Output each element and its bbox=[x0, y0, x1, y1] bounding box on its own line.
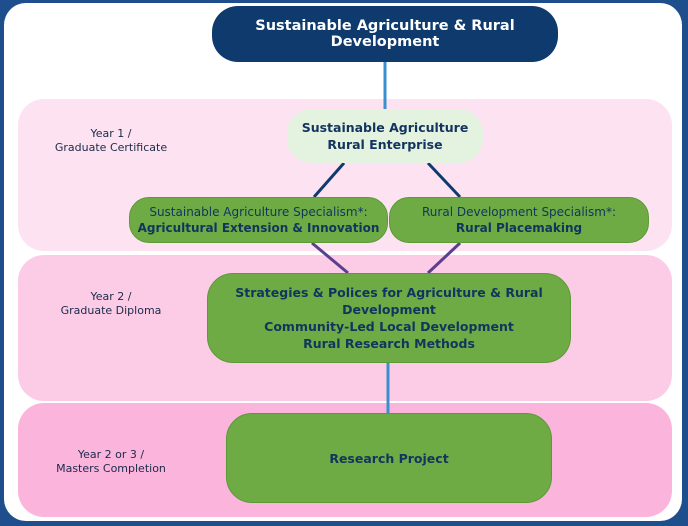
specialism-rural-box: Rural Development Specialism*: Rural Pla… bbox=[389, 197, 649, 243]
module-item: Strategies & Polices for Agriculture & R… bbox=[235, 285, 543, 317]
program-title-box: Sustainable Agriculture & Rural Developm… bbox=[212, 6, 558, 62]
band-label-line: Masters Completion bbox=[56, 462, 166, 475]
band-label-year-1: Year 1 / Graduate Certificate bbox=[36, 127, 186, 155]
enterprise-line: Sustainable Agriculture bbox=[301, 120, 469, 135]
connector-lines bbox=[311, 62, 462, 413]
band-label-line: Graduate Diploma bbox=[60, 304, 162, 317]
module-item: Community-Led Local Development bbox=[264, 319, 514, 334]
band-label-line: Year 1 / bbox=[90, 127, 132, 140]
band-label-year-2: Year 2 / Graduate Diploma bbox=[36, 290, 186, 318]
research-label: Research Project bbox=[329, 450, 449, 466]
band-label-line: Year 2 or 3 / bbox=[77, 448, 145, 461]
year2-modules-box: Strategies & Polices for Agriculture & R… bbox=[207, 273, 571, 363]
specialism-subtitle: Rural Development Specialism*: bbox=[422, 205, 616, 219]
specialism-name: Agricultural Extension & Innovation bbox=[137, 221, 380, 235]
specialism-subtitle: Sustainable Agriculture Specialism*: bbox=[149, 205, 368, 219]
specialism-agriculture-box: Sustainable Agriculture Specialism*: Agr… bbox=[129, 197, 388, 243]
band-label-line: Year 2 / bbox=[90, 290, 132, 303]
enterprise-line: Rural Enterprise bbox=[327, 137, 443, 152]
diagram-frame: Year 1 / Graduate Certificate Year 2 / G… bbox=[4, 3, 682, 521]
connector-right-year2 bbox=[426, 241, 462, 275]
connector-enterprise-left bbox=[312, 162, 346, 198]
band-label-line: Graduate Certificate bbox=[54, 141, 168, 154]
enterprise-box: Sustainable Agriculture Rural Enterprise bbox=[287, 109, 483, 163]
module-item: Rural Research Methods bbox=[303, 336, 475, 351]
connector-enterprise-right bbox=[426, 161, 462, 199]
connector-left-year2 bbox=[311, 241, 349, 275]
research-project-box: Research Project bbox=[226, 413, 552, 503]
specialism-name: Rural Placemaking bbox=[455, 221, 583, 235]
band-label-masters: Year 2 or 3 / Masters Completion bbox=[36, 448, 186, 476]
program-title: Sustainable Agriculture & Rural Developm… bbox=[255, 18, 515, 50]
